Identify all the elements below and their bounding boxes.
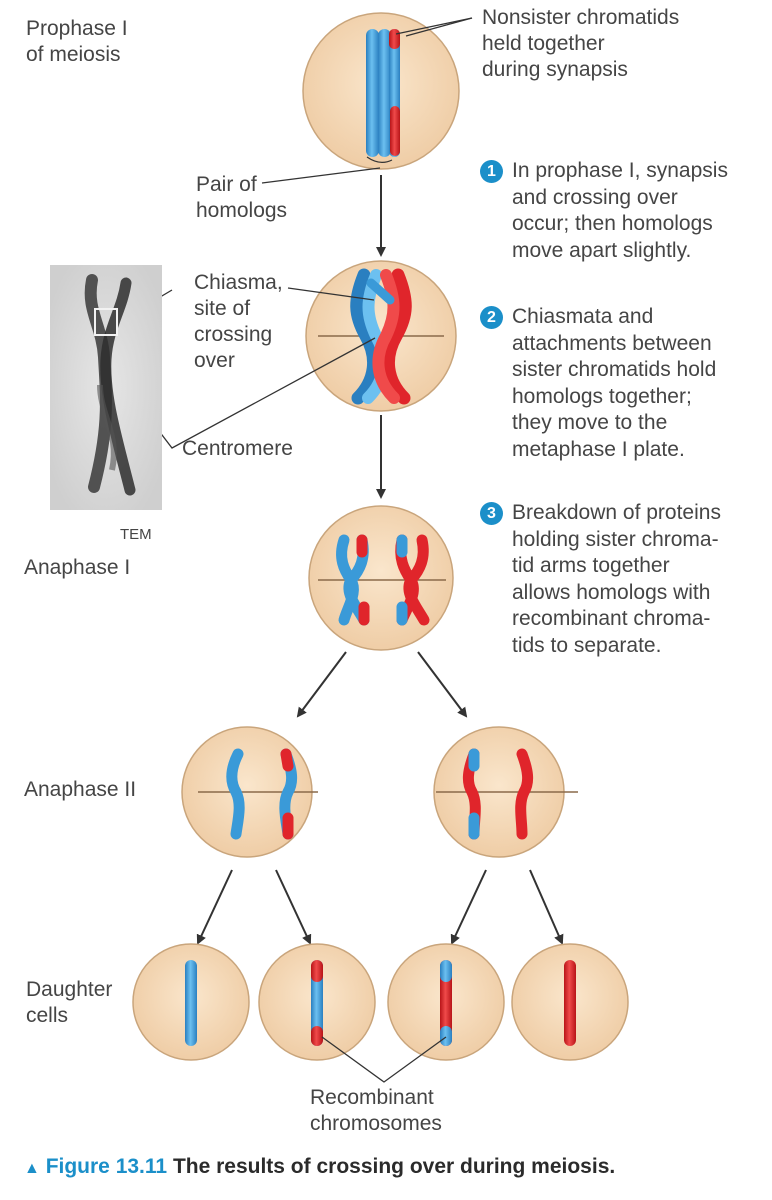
label-daughter-line2: cells [26,1004,69,1027]
figure-caption: ▲ Figure 13.11 The results of crossing o… [24,1155,615,1179]
label-centromere: Centromere [182,437,293,460]
arrow-anaphase1-to-right [417,651,468,718]
label-pair-line2: homologs [196,199,288,222]
cell-metaphase-1 [305,260,457,412]
flow-arrows [196,175,564,945]
cell-prophase-1 [302,12,460,170]
step-2-number: 2 [480,306,503,329]
arrow-right-to-d3 [450,869,487,945]
caption-figure-number: Figure 13.11 [45,1155,168,1178]
label-chiasma-line2: site of [194,297,251,320]
arrow-anaphase1-to-left [296,651,347,718]
leader-lines [117,17,473,1083]
label-prophase-line2: of meiosis [26,43,121,66]
arrow-right-to-d4 [529,869,564,945]
step-3-number: 3 [480,502,503,525]
label-chiasma-line3: crossing [194,323,273,346]
daughter-cell-2 [258,943,376,1061]
daughter-cell-4 [511,943,629,1061]
arrow-left-to-d2 [275,869,312,945]
cell-anaphase-2-right [433,726,578,858]
label-chiasma-line4: over [194,349,235,372]
daughter-cell-3 [387,943,505,1061]
caption-triangle-icon: ▲ [24,1160,40,1177]
label-chiasma-line1: Chiasma, [194,271,283,294]
label-nonsister-line3: during synapsis [482,58,628,81]
label-anaphase-1: Anaphase I [24,556,131,579]
label-recombinant-line1: Recombinant [310,1086,434,1109]
label-recombinant-line2: chromosomes [310,1112,442,1135]
daughter-cell-1 [132,943,250,1061]
tem-micrograph [50,265,162,510]
step-3: 3 Breakdown of proteins holding sister c… [480,500,762,659]
caption-title: The results of crossing over during meio… [172,1155,616,1178]
label-tem: TEM [120,526,152,543]
label-daughter-line1: Daughter [26,978,113,1001]
step-1-number: 1 [480,160,503,183]
cell-anaphase-2-left [181,726,318,858]
cell-anaphase-1 [308,505,454,651]
step-1: 1 In prophase I, synapsis and crossing o… [480,158,762,264]
label-prophase-line1: Prophase I [26,17,128,40]
label-nonsister-line2: held together [482,32,605,55]
label-pair-line1: Pair of [196,173,257,196]
step-1-text: In prophase I, synapsis and crossing ove… [512,159,728,262]
step-2: 2 Chiasmata and attachments between sist… [480,304,762,463]
step-2-text: Chiasmata and attachments between sister… [512,305,717,461]
arrow-left-to-d1 [196,869,233,945]
label-nonsister-line1: Nonsister chromatids [482,6,680,29]
step-3-text: Breakdown of proteins holding sister chr… [512,501,721,657]
label-anaphase-2: Anaphase II [24,778,137,801]
